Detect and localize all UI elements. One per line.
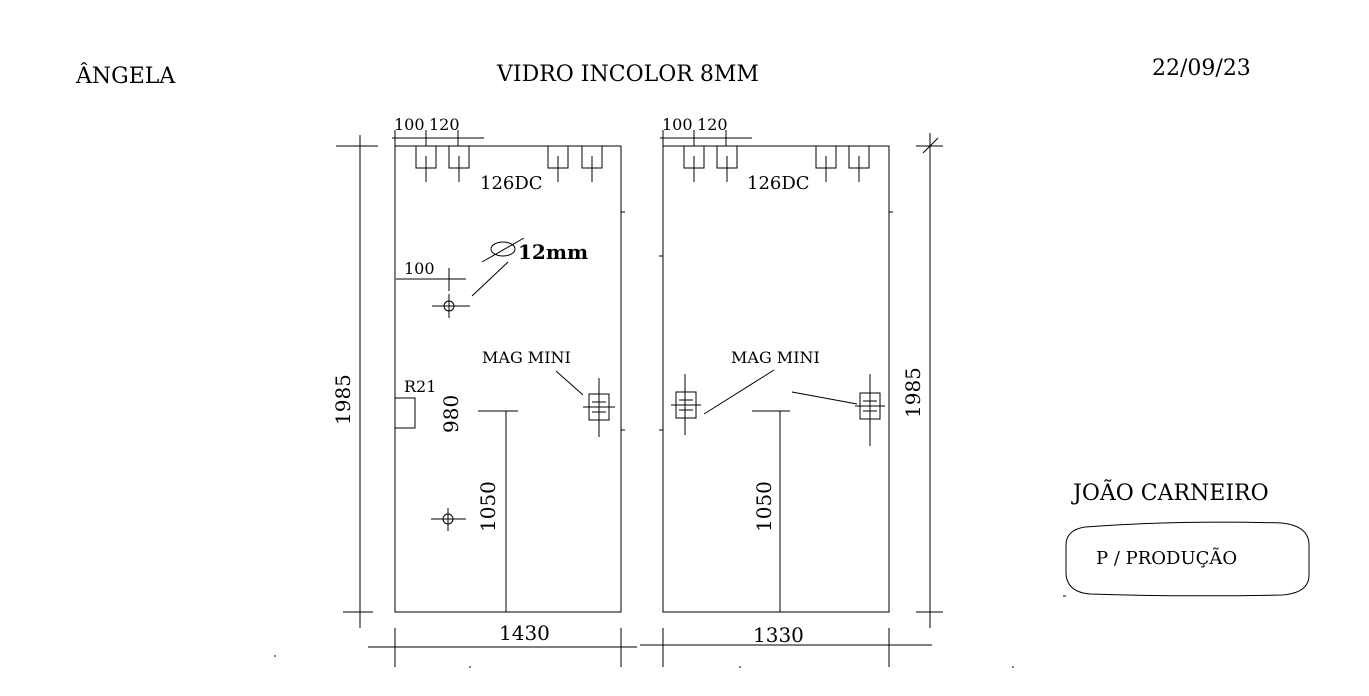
panel-left-width-label: 1430: [499, 621, 550, 645]
hole-diameter-label: 12mm: [518, 240, 588, 264]
magnetic-lock: [671, 374, 701, 435]
drawing-date: 22/09/23: [1152, 56, 1251, 81]
hinge-dim-a: 100: [662, 115, 693, 134]
hinge-dim-a: 100: [394, 115, 425, 134]
lock-leader-line: [703, 369, 775, 415]
hole-marker: [431, 508, 466, 531]
notch-height-label: 980: [439, 395, 463, 433]
hinge: [448, 145, 470, 182]
hinge-model-label: 126DC: [480, 173, 543, 194]
width-dimension-right: 1330: [640, 623, 932, 667]
hole-leader-line: [471, 261, 509, 297]
hinge-dim-b: 120: [697, 115, 728, 134]
panel-left-outline: [394, 145, 622, 613]
notch-radius-label: R21: [404, 377, 436, 396]
height-dimension-right: 1985: [901, 133, 943, 628]
hinge: [415, 145, 437, 182]
glass-panel-left: 100 120 126DC 12mm 100: [392, 115, 625, 613]
panel-left-height-label: 1985: [331, 374, 355, 425]
glass-panel-right: 100 120 126DC MAG MINI: [659, 115, 893, 613]
panel-right-outline: [662, 145, 890, 613]
magnetic-lock: [855, 374, 885, 446]
production-stamp-box: [1065, 521, 1310, 597]
diameter-symbol-icon: [490, 241, 516, 257]
width-dimension-left: 1430: [368, 621, 637, 667]
panel-right-width-label: 1330: [753, 623, 804, 647]
magnetic-lock: [583, 378, 615, 437]
client-name: ÂNGELA: [75, 62, 176, 89]
hinge: [581, 145, 603, 182]
hole-marker: [432, 294, 470, 318]
lock-leader-line: [555, 370, 584, 396]
lock-leader-line: [791, 391, 858, 405]
panel-right-height-label: 1985: [901, 367, 925, 418]
hinge-model-label: 126DC: [747, 173, 810, 194]
hinge: [683, 145, 705, 182]
hinge: [547, 145, 569, 182]
lock-model-label: MAG MINI: [731, 348, 820, 367]
production-stamp-label: P / PRODUÇÃO: [1096, 547, 1237, 569]
notch-cutout: [394, 397, 416, 429]
hole-offset-label: 100: [404, 259, 435, 278]
hinge: [815, 145, 837, 182]
handle-height-label: 1050: [476, 481, 500, 532]
author-name: JOÃO CARNEIRO: [1071, 478, 1269, 506]
material-title: VIDRO INCOLOR 8MM: [496, 62, 759, 87]
hinge-dim-b: 120: [429, 115, 460, 134]
lock-model-label: MAG MINI: [482, 348, 571, 367]
handle-height-label: 1050: [752, 481, 776, 532]
hinge: [848, 145, 870, 182]
hinge: [716, 145, 738, 182]
height-dimension-left: 1985: [331, 135, 378, 628]
